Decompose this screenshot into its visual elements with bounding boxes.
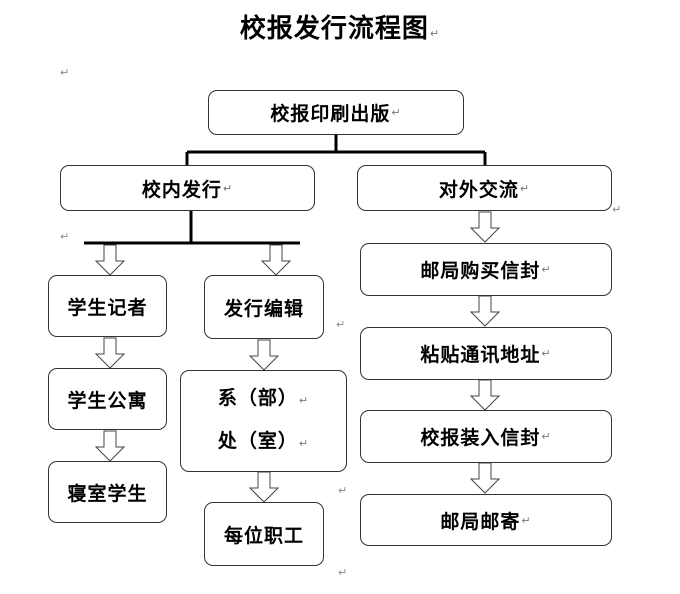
paragraph-mark: ↵ [298,394,310,407]
paragraph-mark: ↵ [541,430,552,443]
node-label-line: 系（部）↵ [217,387,310,409]
paragraph-mark: ↵ [519,181,531,195]
node-put-in-envelope: 校报装入信封↵ [360,410,612,463]
paragraph-mark: ↵ [541,347,552,360]
arrow-down-icon [469,295,501,327]
node-label: 校内发行 [141,178,222,201]
paragraph-mark: ↵ [338,484,348,497]
node-post-buy-envelope: 邮局购买信封↵ [360,243,612,296]
arrow-down-icon [94,244,126,276]
node-label: 邮局邮寄 [440,510,521,533]
node-student-dorm: 学生公寓 [48,368,167,430]
node-label-line: 处（室）↵ [217,430,310,452]
node-label: 校报装入信封 [420,427,541,449]
diagram-title: 校报发行流程图↵ [0,8,680,45]
node-staff: 每位职工 [204,502,324,566]
arrow-down-icon [94,337,126,369]
paragraph-mark: ↵ [521,513,532,527]
node-label: 寝室学生 [67,482,148,505]
node-label: 对外交流 [438,178,519,201]
paragraph-mark: ↵ [541,263,552,276]
paragraph-mark: ↵ [391,106,402,119]
arrow-down-icon [94,430,126,462]
node-student-reporter: 学生记者 [48,275,167,337]
paragraph-mark: ↵ [336,318,346,331]
node-label: 发行编辑 [223,297,304,320]
node-label: 粘贴通讯地址 [420,344,541,366]
arrow-down-icon [469,379,501,411]
node-external-exchange: 对外交流↵ [357,165,612,211]
node-label: 邮局购买信封 [420,260,541,282]
title-text: 校报发行流程图 [239,14,429,44]
node-root: 校报印刷出版↵ [208,90,464,135]
paragraph-mark: ↵ [612,203,622,216]
paragraph-mark: ↵ [60,230,70,243]
paragraph-mark: ↵ [298,437,310,450]
node-label: 校报印刷出版 [270,103,391,125]
paragraph-mark: ↵ [60,66,70,79]
node-dorm-room-student: 寝室学生 [48,461,167,523]
arrow-down-icon [248,339,280,371]
node-label: 学生公寓 [67,389,148,412]
paragraph-mark: ↵ [429,27,441,40]
arrow-down-icon [469,211,501,243]
node-label: 学生记者 [67,296,148,319]
node-paste-address: 粘贴通讯地址↵ [360,327,612,380]
arrow-down-icon [469,462,501,494]
paragraph-mark: ↵ [338,566,348,579]
node-label: 每位职工 [223,524,304,547]
arrow-down-icon [248,471,280,503]
node-internal-distribution: 校内发行↵ [60,165,315,211]
node-distribution-editor: 发行编辑 [204,275,324,339]
node-departments: 系（部）↵ 处（室）↵ [180,370,347,472]
node-post-mail: 邮局邮寄↵ [360,494,612,546]
paragraph-mark: ↵ [222,181,234,195]
arrow-down-icon [260,244,292,276]
